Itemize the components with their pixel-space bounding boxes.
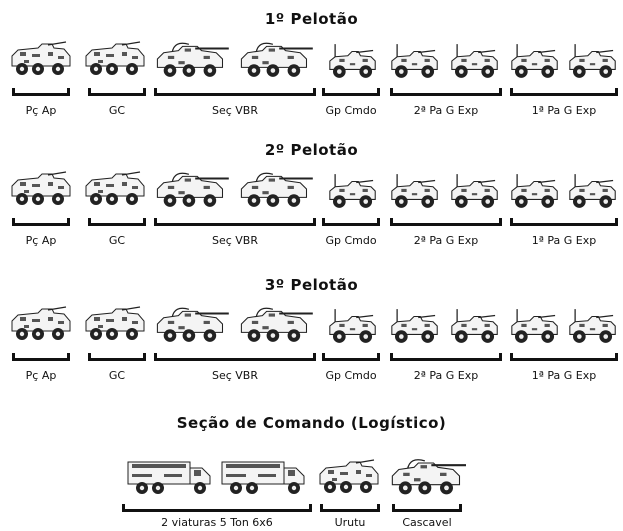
group-bracket (322, 218, 380, 226)
group-bracket (12, 88, 70, 96)
jeep-icon (448, 42, 500, 80)
apc-icon (82, 170, 146, 210)
apc-icon (82, 305, 146, 345)
group-label: 1ª Pa G Exp (531, 234, 597, 247)
group-bracket (392, 504, 462, 512)
jeep-icon (388, 307, 440, 345)
group-bracket (88, 218, 146, 226)
group-label: Pç Ap (25, 369, 57, 382)
group-bracket (154, 88, 316, 96)
jeep-icon (326, 307, 378, 345)
group-bracket (154, 353, 316, 361)
jeep-icon (566, 307, 618, 345)
group-label: GC (108, 369, 126, 382)
armored-car-icon (236, 168, 314, 210)
truck-icon (124, 452, 214, 498)
command-section-title: Seção de Comando (Logístico) (176, 414, 447, 432)
group-label: Gp Cmdo (325, 369, 377, 382)
jeep-icon (508, 307, 560, 345)
group-label: Seç VBR (211, 369, 258, 382)
armored-car-icon (388, 454, 466, 498)
armored-car-icon (152, 38, 230, 80)
group-bracket (390, 218, 502, 226)
command-section-row: 2 viaturas 5 Ton 6x6 Urutu Cascavel (0, 450, 623, 531)
platoon-1-title: 1º Pelotão (264, 10, 359, 28)
jeep-icon (508, 172, 560, 210)
jeep-icon (566, 42, 618, 80)
group-bracket (510, 218, 618, 226)
group-bracket (88, 88, 146, 96)
group-label: GC (108, 104, 126, 117)
armored-car-icon (152, 168, 230, 210)
group-label: Pç Ap (25, 234, 57, 247)
group-label: Gp Cmdo (325, 234, 377, 247)
group-bracket (510, 88, 618, 96)
group-label: Seç VBR (211, 104, 258, 117)
group-label: Urutu (334, 516, 366, 529)
group-label: 2ª Pa G Exp (413, 369, 479, 382)
jeep-icon (326, 172, 378, 210)
group-label: Gp Cmdo (325, 104, 377, 117)
jeep-icon (388, 42, 440, 80)
armored-car-icon (236, 303, 314, 345)
group-bracket (12, 218, 70, 226)
armored-car-icon (236, 38, 314, 80)
group-label: 2ª Pa G Exp (413, 104, 479, 117)
group-bracket (390, 353, 502, 361)
group-label: 2 viaturas 5 Ton 6x6 (161, 516, 273, 529)
platoon-3-title: 3º Pelotão (264, 276, 359, 294)
apc-icon (8, 305, 72, 345)
platoon-2-row: Pç Ap GC Seç VBR Gp Cmdo 2ª Pa G Exp 1ª … (0, 168, 623, 258)
group-bracket (322, 88, 380, 96)
group-bracket (88, 353, 146, 361)
group-bracket (322, 353, 380, 361)
group-bracket (390, 88, 502, 96)
group-bracket (122, 504, 312, 512)
apc-icon (8, 170, 72, 210)
jeep-icon (326, 42, 378, 80)
apc-icon (82, 40, 146, 80)
group-label: Cascavel (402, 516, 452, 529)
group-label: 1ª Pa G Exp (531, 104, 597, 117)
jeep-icon (448, 307, 500, 345)
group-label: GC (108, 234, 126, 247)
group-bracket (320, 504, 380, 512)
group-label: 1ª Pa G Exp (531, 369, 597, 382)
jeep-icon (508, 42, 560, 80)
group-bracket (510, 353, 618, 361)
group-label: 2ª Pa G Exp (413, 234, 479, 247)
apc-icon (8, 40, 72, 80)
group-bracket (12, 353, 70, 361)
jeep-icon (566, 172, 618, 210)
platoon-3-row: Pç Ap GC Seç VBR Gp Cmdo 2ª Pa G Exp 1ª … (0, 303, 623, 393)
platoon-2-title: 2º Pelotão (264, 141, 359, 159)
group-bracket (154, 218, 316, 226)
truck-icon (218, 452, 308, 498)
apc-icon (316, 458, 380, 498)
platoon-1-row: Pç Ap GC Seç VBR Gp Cmdo 2ª Pa G Exp 1ª … (0, 38, 623, 128)
armored-car-icon (152, 303, 230, 345)
jeep-icon (448, 172, 500, 210)
jeep-icon (388, 172, 440, 210)
group-label: Seç VBR (211, 234, 258, 247)
group-label: Pç Ap (25, 104, 57, 117)
